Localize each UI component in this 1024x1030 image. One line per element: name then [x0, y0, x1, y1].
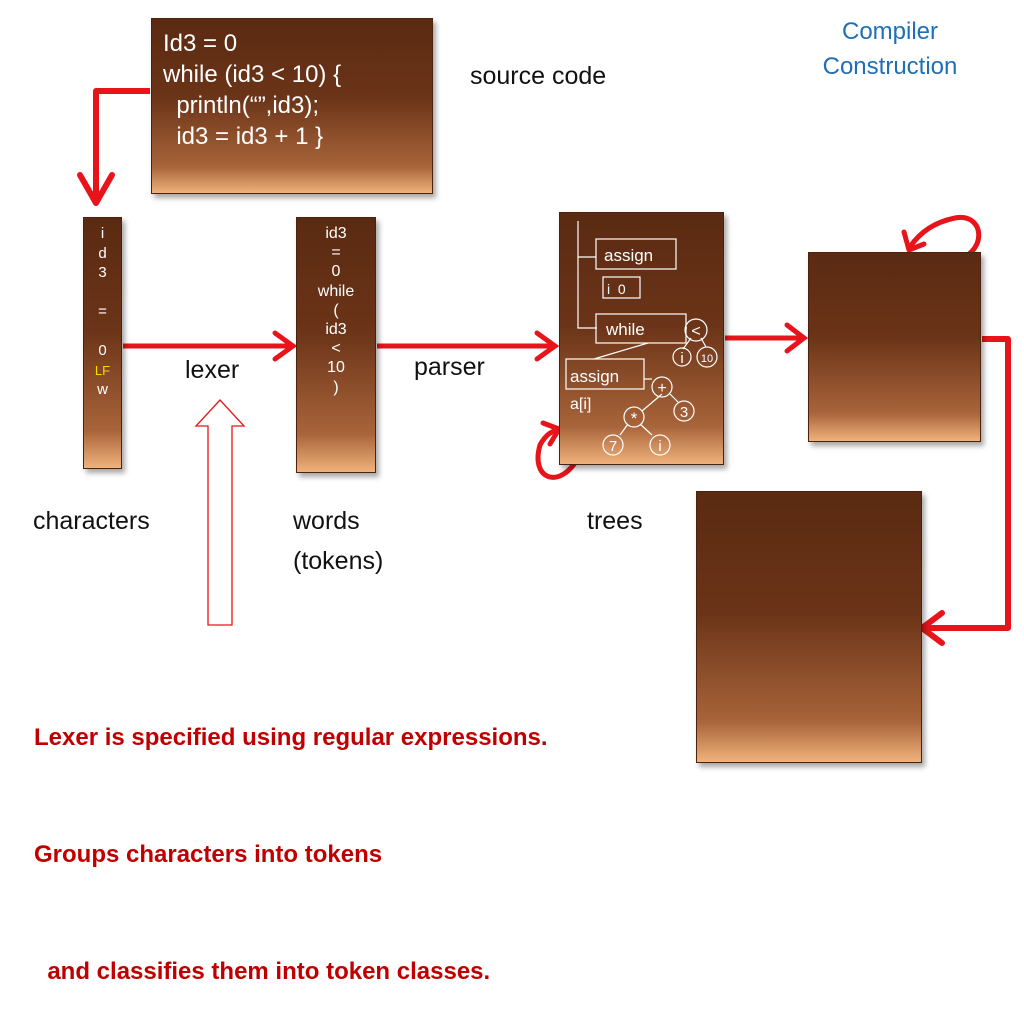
syntax-tree: assign i 0 while < i 10 assign a[i] + 3 …	[565, 221, 718, 456]
source-to-characters-arrow	[93, 88, 150, 198]
character-lf: LF	[94, 362, 111, 378]
character	[84, 283, 121, 303]
tree-three: 3	[680, 404, 688, 421]
title-line-1: Compiler	[841, 18, 939, 45]
token: id3	[325, 321, 347, 339]
character: =	[98, 303, 107, 320]
tree-while: while	[605, 320, 645, 339]
source-arrowhead	[77, 172, 115, 206]
token: )	[333, 378, 339, 396]
tree-i: i	[680, 350, 683, 367]
tokens-label: (tokens)	[293, 547, 384, 575]
tree-i-zero: i 0	[607, 281, 626, 297]
note-line-3: and classifies them into token classes.	[34, 958, 491, 985]
lexer-note: Lexer is specified using regular express…	[34, 640, 548, 1030]
output-box-1	[808, 252, 981, 442]
tree-loop-arrow	[535, 427, 581, 480]
source-line: id3 = id3 + 1 }	[163, 123, 324, 150]
character	[84, 322, 121, 342]
source-code-label: source code	[470, 62, 607, 90]
lexer-arrowhead	[272, 330, 298, 362]
character: d	[98, 244, 107, 262]
character: i	[100, 225, 105, 242]
output-box-2	[696, 491, 922, 763]
source-line: println(“”,id3);	[163, 92, 320, 119]
tree-to-box-arrowhead	[784, 322, 809, 354]
words-label: words	[293, 507, 360, 535]
token: 0	[331, 263, 341, 281]
character: 0	[98, 342, 107, 359]
note-line-2: Groups characters into tokens	[34, 841, 383, 868]
box-to-box-arrowhead	[919, 610, 945, 646]
title-line-2: Construction	[822, 53, 958, 80]
token: =	[331, 244, 341, 262]
character: 3	[98, 264, 107, 281]
source-code-box: Id3 = 0 while (id3 < 10) { println(“”,id…	[151, 18, 433, 194]
lexer-label: lexer	[185, 356, 240, 384]
trees-label: trees	[587, 507, 643, 535]
parser-arrowhead	[534, 330, 560, 362]
token: <	[331, 340, 341, 358]
tree-a-i: a[i]	[570, 396, 591, 413]
character: w	[97, 381, 108, 398]
tree-assign-top: assign	[604, 246, 653, 265]
tree-i2: i	[658, 438, 661, 455]
token: 10	[327, 359, 345, 377]
characters-box: i d 3 = 0 LF w	[83, 217, 122, 469]
tree-plus: +	[657, 380, 666, 397]
tree-ten: 10	[701, 353, 713, 365]
box-to-box-arrow	[924, 336, 1011, 631]
course-title: Compiler Construction	[790, 14, 990, 84]
token: (	[333, 301, 339, 319]
tree-star: *	[631, 409, 638, 428]
syntax-tree-box: assign i 0 while < i 10 assign a[i] + 3 …	[559, 212, 724, 465]
token: id3	[325, 225, 347, 242]
tree-assign-bottom: assign	[570, 367, 619, 386]
tokens-box: id3 = 0 while ( id3 < 10 )	[296, 217, 376, 473]
source-line: while (id3 < 10) {	[163, 61, 342, 88]
tree-lt: <	[691, 323, 700, 340]
tree-seven: 7	[609, 438, 617, 455]
note-line-1: Lexer is specified using regular express…	[34, 724, 548, 751]
lexer-spec-up-arrow	[194, 399, 246, 626]
source-line: Id3 = 0	[163, 30, 238, 57]
characters-label: characters	[33, 507, 150, 535]
flow-arrows	[77, 88, 1011, 646]
token: while	[317, 282, 355, 300]
parser-label: parser	[414, 353, 485, 381]
box-loop-arrowhead	[901, 229, 927, 253]
box-loop-arrow	[907, 215, 982, 265]
